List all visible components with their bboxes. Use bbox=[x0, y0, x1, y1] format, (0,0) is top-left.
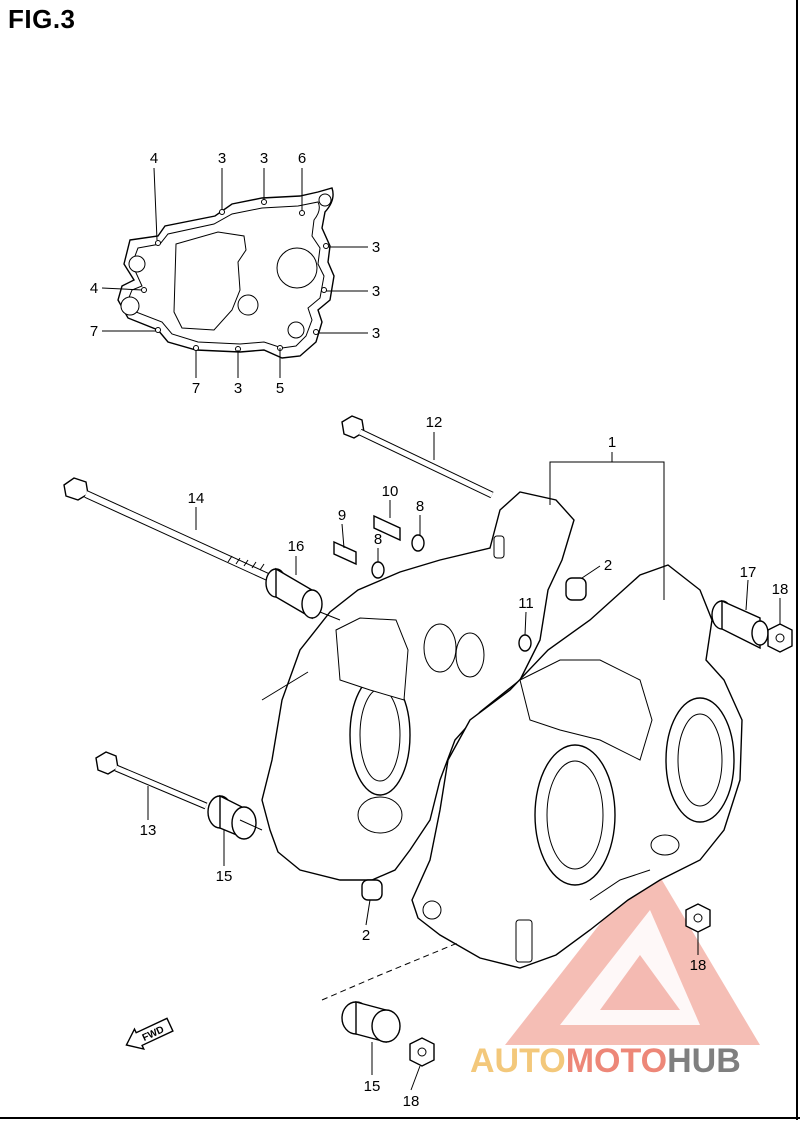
callout-label: 7 bbox=[90, 323, 98, 340]
bolt-long-14 bbox=[63, 477, 272, 582]
crankcase-left-half bbox=[261, 491, 575, 881]
callout-label: 15 bbox=[364, 1078, 381, 1095]
callout-label: 2 bbox=[604, 557, 612, 574]
callout-label: 17 bbox=[740, 564, 757, 581]
callout-label: 11 bbox=[518, 595, 534, 612]
watermark-word-moto: MOTO bbox=[566, 1042, 667, 1080]
oring-11 bbox=[518, 634, 532, 652]
bolt-13 bbox=[95, 751, 208, 810]
fwd-label: FWD bbox=[141, 1024, 166, 1044]
callout-label: 10 bbox=[382, 483, 399, 500]
oring-8-upper bbox=[411, 534, 425, 552]
bolt-long-12 bbox=[341, 415, 494, 499]
triangle-a-logo bbox=[505, 860, 760, 1045]
callout-label: 3 bbox=[218, 150, 226, 167]
callout-label: 18 bbox=[772, 581, 789, 598]
callout-label: 3 bbox=[260, 150, 268, 167]
svg-text:AUTOMOTOHUB: AUTOMOTOHUB bbox=[470, 1042, 741, 1080]
callout-label: 3 bbox=[372, 325, 380, 342]
watermark-word-auto: AUTO bbox=[470, 1042, 566, 1080]
bolt-17 bbox=[711, 599, 769, 650]
callout-label: 16 bbox=[288, 538, 305, 555]
figure-title: FIG.3 bbox=[8, 4, 76, 34]
callout-label: 18 bbox=[403, 1093, 420, 1110]
callout-label: 14 bbox=[188, 490, 205, 507]
fwd-arrow-icon bbox=[125, 1017, 174, 1051]
watermark-word-hub: HUB bbox=[667, 1042, 741, 1080]
oring-8-lower bbox=[371, 561, 385, 579]
jet-10 bbox=[373, 514, 401, 542]
callout-label: 1 bbox=[608, 434, 616, 451]
dowel-pin-2-upper bbox=[565, 577, 587, 601]
crankcase-gasket bbox=[117, 187, 335, 359]
nut-18-right bbox=[767, 623, 793, 653]
callout-label: 15 bbox=[216, 868, 233, 885]
watermark: AUTOMOTOHUB bbox=[470, 860, 760, 1080]
nut-18-mid bbox=[685, 903, 711, 933]
dowel-sleeve-15-upper bbox=[207, 794, 257, 840]
callout-label: 13 bbox=[140, 822, 157, 839]
callout-label: 8 bbox=[416, 498, 424, 515]
callout-label: 3 bbox=[234, 380, 242, 397]
fwd-direction-marker: FWD bbox=[125, 1017, 174, 1051]
dowel-sleeve-16 bbox=[265, 567, 323, 620]
callout-label: 4 bbox=[90, 280, 98, 297]
callout-label: 18 bbox=[690, 957, 707, 974]
callout-label: 8 bbox=[374, 531, 382, 548]
dowel-sleeve-15-lower bbox=[341, 1001, 401, 1043]
callout-label: 12 bbox=[426, 414, 443, 431]
leader-lines bbox=[101, 167, 781, 1091]
callout-label: 7 bbox=[192, 380, 200, 397]
callout-labels: 4 3 3 6 3 3 4 7 3 7 3 5 12 1 14 10 8 9 8… bbox=[90, 150, 789, 1110]
callout-label: 3 bbox=[372, 283, 380, 300]
callout-label: 5 bbox=[276, 380, 284, 397]
nut-18-bottom bbox=[409, 1037, 435, 1067]
crankcase-right-half bbox=[411, 564, 743, 969]
callout-label: 4 bbox=[150, 150, 158, 167]
callout-label: 9 bbox=[338, 507, 346, 524]
callout-label: 6 bbox=[298, 150, 306, 167]
jet-9 bbox=[333, 540, 357, 566]
dowel-pin-2-lower bbox=[361, 879, 383, 901]
callout-label: 3 bbox=[372, 239, 380, 256]
callout-label: 2 bbox=[362, 927, 370, 944]
